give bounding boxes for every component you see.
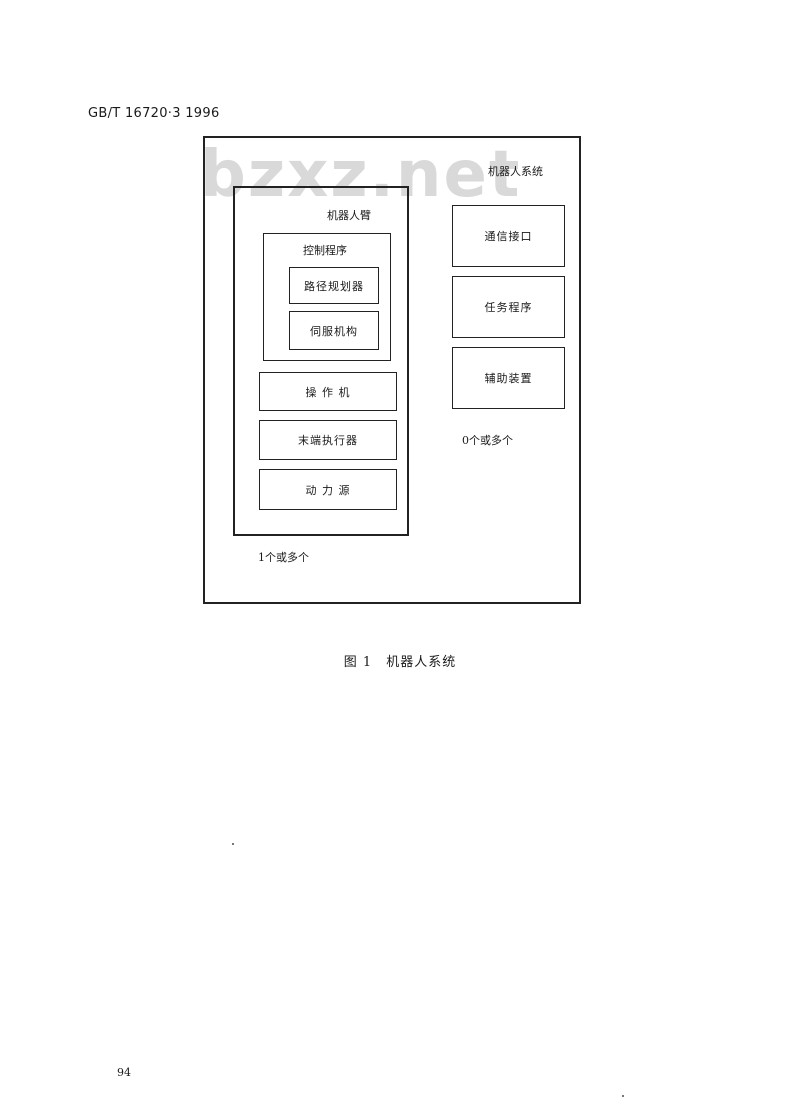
control-program-box [263, 233, 391, 361]
control-program-title: 控制程序 [303, 244, 347, 257]
manipulator-box: 操 作 机 [259, 372, 397, 411]
figure-caption: 图 1 机器人系统 [343, 655, 457, 670]
scan-speck [232, 843, 234, 845]
standard-code: GB/T 16720·3 1996 [88, 106, 220, 121]
communication-interface-box: 通信接口 [452, 205, 565, 267]
task-program-box: 任务程序 [452, 276, 565, 338]
end-effector-box: 末端执行器 [259, 420, 397, 460]
robot-system-box [203, 136, 581, 604]
scan-speck [622, 1095, 624, 1097]
watermark: bzxz.net [200, 138, 522, 212]
servo-mechanism-box: 伺服机构 [289, 311, 379, 350]
auxiliary-device-box: 辅助装置 [452, 347, 565, 409]
robot-arm-title: 机器人臂 [327, 209, 371, 222]
page-number: 94 [117, 1066, 131, 1079]
robot-arm-box [233, 186, 409, 536]
robot-arm-multiplicity: 1个或多个 [258, 551, 309, 564]
path-planner-box: 路径规划器 [289, 267, 379, 304]
power-source-box: 动 力 源 [259, 469, 397, 510]
robot-system-title: 机器人系统 [488, 165, 543, 178]
peripherals-multiplicity: 0个或多个 [462, 434, 513, 447]
